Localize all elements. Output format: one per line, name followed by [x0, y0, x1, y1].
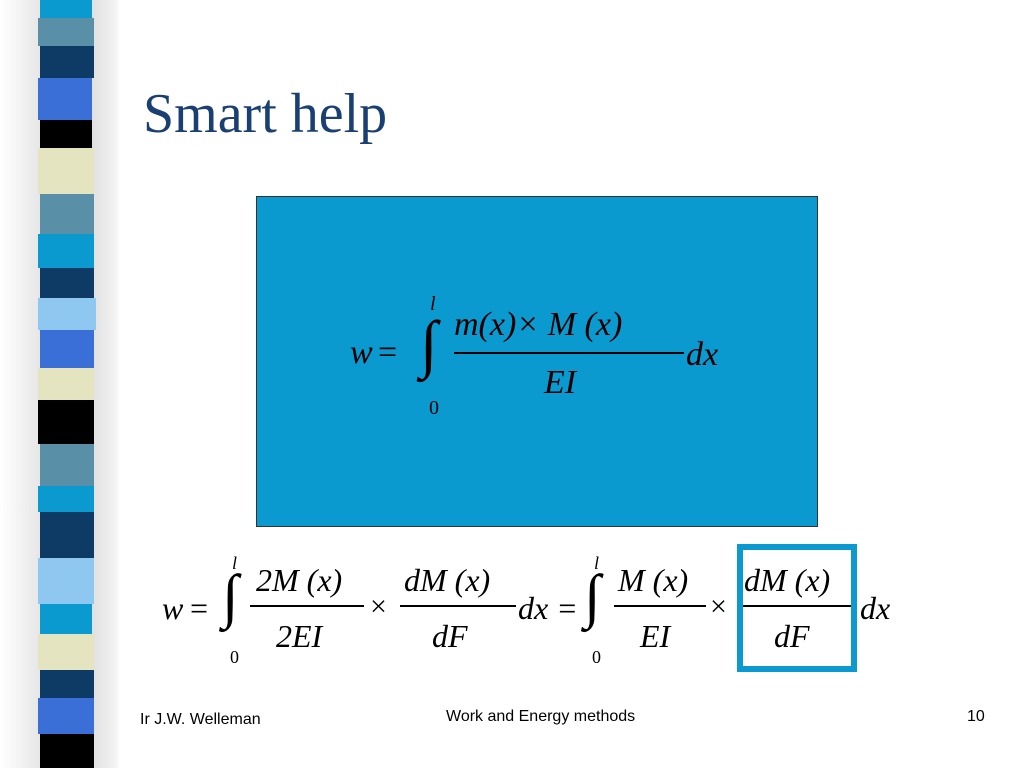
fraction-bar: [454, 352, 684, 354]
fraction1-denominator: 2EI: [276, 618, 323, 654]
integral2-upper-limit: l: [594, 553, 600, 573]
footer-author: Ir J.W. Welleman: [140, 711, 261, 728]
highlight-box: [737, 544, 857, 672]
top-formula-equals: =: [378, 334, 398, 371]
times-symbol: ×: [370, 590, 387, 623]
fraction2-numerator: dM (x): [404, 562, 491, 598]
top-formula-denominator: EI: [544, 364, 577, 401]
fraction-bar: [400, 605, 516, 607]
top-formula-lower-limit: 0: [429, 397, 439, 419]
top-formula-numerator: m(x)× M (x): [454, 306, 623, 343]
fraction-bar: [742, 605, 852, 607]
fraction3-numerator: M (x): [618, 562, 689, 598]
footer-course: Work and Energy methods: [446, 708, 636, 725]
dx-equals: dx =: [518, 590, 578, 626]
fraction4-numerator: dM (x): [744, 562, 831, 598]
bottom-formula-lhs: w: [162, 590, 184, 626]
times-symbol: ×: [710, 590, 727, 623]
integral-sign: ∫: [420, 308, 438, 379]
fraction2-denominator: dF: [432, 618, 468, 654]
fraction-bar: [614, 605, 706, 607]
fraction1-numerator: 2M (x): [256, 562, 343, 598]
decorative-stripe-bar: [38, 0, 98, 768]
top-formula-upper-limit: l: [430, 293, 436, 315]
integral-sign: ∫: [222, 563, 239, 629]
bottom-formula-equals: =: [190, 590, 209, 626]
integral2-lower-limit: 0: [592, 647, 601, 667]
top-formula-lhs: w: [350, 334, 373, 371]
bottom-formula-dx: dx: [860, 590, 891, 626]
slide-title: Smart help: [143, 83, 388, 145]
integral-sign: ∫: [584, 563, 601, 629]
fraction3-denominator: EI: [640, 618, 671, 654]
integral1-upper-limit: l: [232, 553, 238, 573]
integral1-lower-limit: 0: [230, 647, 239, 667]
formula-box: [256, 196, 818, 527]
fraction-bar: [250, 605, 364, 607]
slide-number: 10: [967, 708, 985, 725]
fraction4-denominator: dF: [774, 618, 810, 654]
top-formula-dx: dx: [686, 336, 719, 373]
